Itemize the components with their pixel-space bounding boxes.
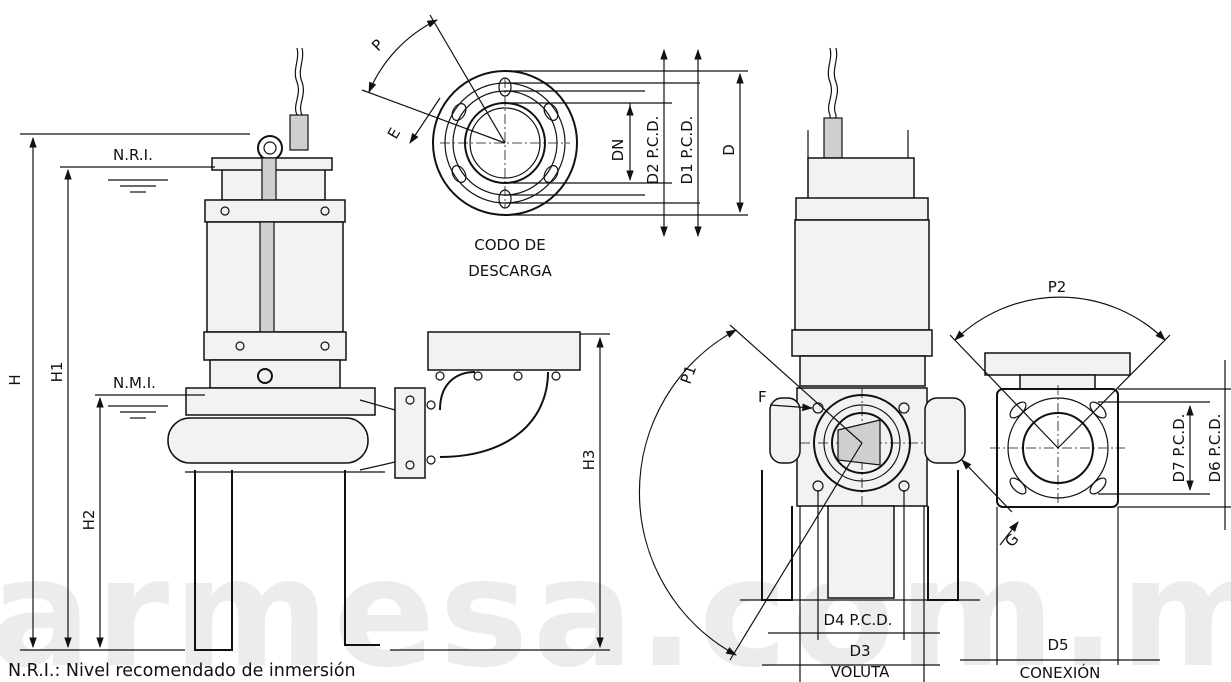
front-power-cable xyxy=(827,47,833,150)
dim-d5-label: D5 xyxy=(1047,636,1068,654)
volute-caption-1: VOLUTA xyxy=(831,663,890,681)
connection-caption-1: CONEXIÓN xyxy=(1020,663,1101,682)
dim-d3-label: D3 xyxy=(849,642,870,660)
elbow-pipe xyxy=(439,371,476,411)
elbow-caption-1: CODO DE xyxy=(474,236,545,254)
watermark-text: armesa.com.m xyxy=(0,527,1231,682)
dim-d1-label: D1 P.C.D. xyxy=(678,116,696,185)
dim-d2-label: D2 P.C.D. xyxy=(644,116,662,185)
legend-line-1: N.R.I.: Nivel recomendado de inmersión xyxy=(8,661,356,681)
front-view-pump: P1 F D4 P.C.D. D3 VOLUTA xyxy=(638,47,980,682)
power-cable xyxy=(294,47,300,145)
dim-d7-label: D7 P.C.D. xyxy=(1170,414,1188,483)
dim-d4-label: D4 P.C.D. xyxy=(824,611,893,629)
discharge-flange xyxy=(394,387,426,479)
dim-e-label: E xyxy=(384,125,404,142)
nri-label: N.R.I. xyxy=(113,146,153,164)
pump-volute-side xyxy=(185,387,376,416)
nmi-label: N.M.I. xyxy=(113,374,156,392)
dim-h-label: H xyxy=(6,374,24,385)
dim-h3-label: H3 xyxy=(580,450,598,471)
discharge-elbow-view: P E DN D2 P.C.D. D1 P.C.D. D CODO DE DES… xyxy=(361,14,748,280)
dim-d-label: D xyxy=(720,144,738,156)
dim-dn-label: DN xyxy=(609,139,627,162)
dim-h1-label: H1 xyxy=(48,362,66,383)
side-view-pump: N.R.I. N.M.I. H H1 H2 H3 xyxy=(6,47,610,651)
front-motor-cover xyxy=(807,157,915,201)
motor-body xyxy=(206,221,344,333)
dim-p1-label: P1 xyxy=(677,363,700,387)
dim-p2-label: P2 xyxy=(1048,278,1067,296)
dim-d6-label: D6 P.C.D. xyxy=(1206,414,1224,483)
dim-f-label: F xyxy=(758,388,767,406)
elbow-caption-2: DESCARGA xyxy=(468,262,552,280)
dim-h2-label: H2 xyxy=(80,510,98,531)
lifting-eye xyxy=(257,135,283,161)
dim-p-label: P xyxy=(368,36,387,55)
support-feet xyxy=(194,470,233,651)
front-motor-body xyxy=(794,219,930,331)
